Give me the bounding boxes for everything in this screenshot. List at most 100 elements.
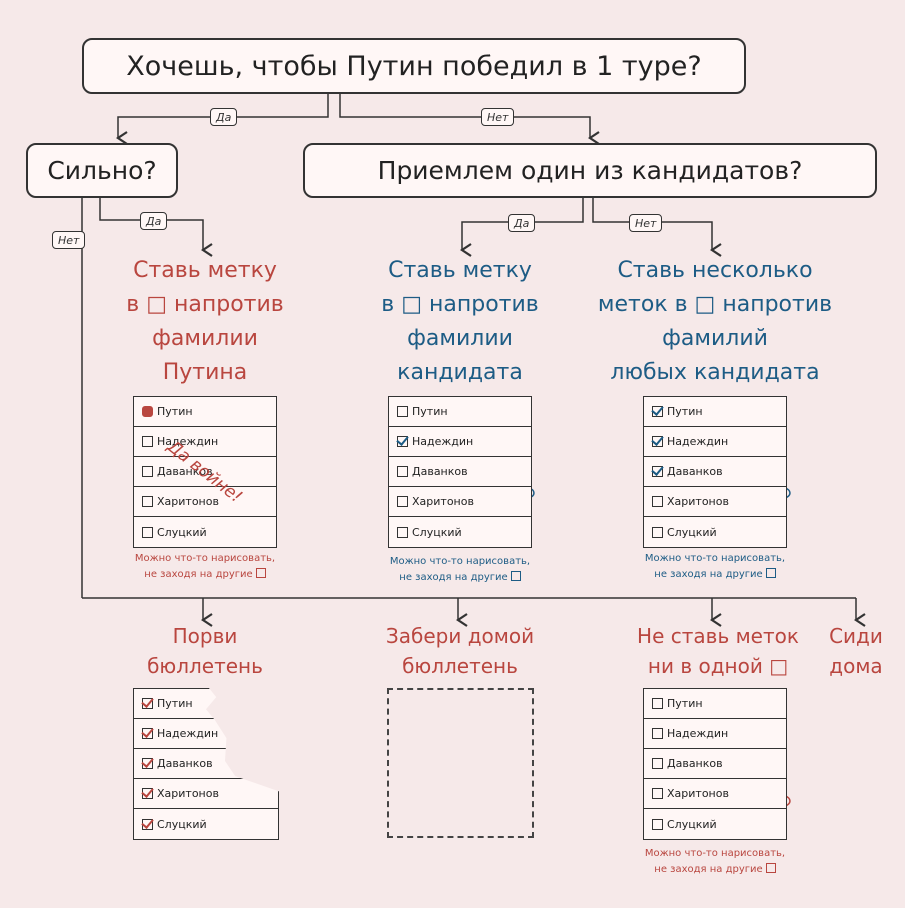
checkbox-icon	[652, 788, 663, 799]
outcome-take-home: Забери домой бюллетень	[365, 621, 555, 681]
question-strong: Сильно?	[26, 143, 178, 198]
outcome-line: ни в одной □	[647, 654, 789, 678]
note-line: Можно что-то нарисовать,	[644, 848, 786, 859]
note-line: Можно что-то нарисовать,	[389, 556, 531, 567]
ballot-row: Слуцкий	[644, 517, 786, 547]
candidate-name: Даванков	[667, 465, 723, 478]
ballot-row: Путин	[389, 397, 531, 427]
note-line: не заходя на другие	[654, 569, 763, 580]
candidate-name: Слуцкий	[157, 817, 207, 831]
checkbox-icon	[397, 406, 408, 417]
yes-tag-main: Да	[210, 108, 238, 126]
ballot-row: Даванков	[134, 457, 276, 487]
ballot-row: Слуцкий	[389, 517, 531, 547]
outcome-mark-several: Ставь несколько меток в □ напротив фамил…	[590, 254, 840, 390]
checkbox-icon	[397, 466, 408, 477]
blank-ballot: Путин Надеждин Даванков Харитонов Слуцки…	[643, 688, 787, 840]
outcome-line: любых кандидата	[610, 360, 820, 385]
checkbox-icon	[510, 571, 521, 581]
yes-tag-strong: Да	[140, 212, 168, 230]
candidate-name: Надеждин	[157, 435, 219, 448]
candidate-name: Надеждин	[667, 435, 729, 448]
checked-checkbox-icon	[142, 818, 153, 830]
outcome-line: бюллетень	[147, 654, 263, 678]
no-tag-main: Нет	[481, 108, 515, 126]
outcome-line: Ставь метку	[388, 258, 532, 283]
checkbox-icon	[652, 818, 663, 830]
candidate-name: Харитонов	[667, 787, 729, 800]
candidate-name: Слуцкий	[667, 817, 717, 831]
ballot-row: Путин	[644, 689, 786, 719]
outcome-line: Не ставь меток	[637, 624, 799, 648]
candidate-name: Даванков	[157, 465, 213, 478]
note-line: не заходя на другие	[654, 864, 763, 875]
outcome-line: дома	[829, 654, 883, 678]
question-main: Хочешь, чтобы Путин победил в 1 туре?	[82, 38, 746, 94]
checkbox-icon	[255, 568, 266, 578]
checked-checkbox-icon	[652, 406, 663, 417]
candidate-name: Слуцкий	[412, 525, 462, 539]
ballot-row: Надеждин	[644, 719, 786, 749]
checked-checkbox-icon	[142, 728, 153, 739]
checkbox-icon	[142, 436, 153, 447]
candidate-name: Путин	[157, 405, 193, 418]
ballot-row: Даванков	[134, 749, 278, 779]
checkbox-icon	[397, 496, 408, 507]
ballot-row: Путин	[134, 689, 278, 719]
outcome-line: фамилии	[152, 326, 258, 351]
outcome-line: меток в □ напротив	[597, 292, 833, 317]
candidate-name: Даванков	[157, 757, 213, 770]
checked-checkbox-icon	[397, 436, 408, 447]
candidate-name: Надеждин	[412, 435, 474, 448]
ballot-row: Харитонов	[644, 487, 786, 517]
checked-checkbox-icon	[652, 466, 663, 477]
note-line: не заходя на другие	[144, 569, 253, 580]
checked-checkbox-icon	[142, 758, 153, 769]
ballot-row: Надеждин	[644, 427, 786, 457]
draw-note: Можно что-то нарисовать, не заходя на др…	[620, 551, 810, 583]
ballot-row: Надеждин	[134, 719, 278, 749]
outcome-line: в □ напротив	[381, 292, 539, 317]
checkbox-icon	[142, 526, 153, 538]
outcome-line: фамилии	[407, 326, 513, 351]
ballot-row: Даванков	[644, 457, 786, 487]
outcome-tear: Порви бюллетень	[120, 621, 290, 681]
outcome-line: Путина	[162, 360, 248, 385]
outcome-line: фамилий	[662, 326, 768, 351]
outcome-line: бюллетень	[402, 654, 518, 678]
ballot-row: Слуцкий	[134, 517, 276, 547]
checkbox-icon	[652, 526, 663, 538]
checkbox-icon	[652, 698, 663, 709]
candidate-name: Даванков	[412, 465, 468, 478]
checkbox-icon	[652, 496, 663, 507]
candidate-name: Даванков	[667, 757, 723, 770]
candidate-name: Слуцкий	[157, 525, 207, 539]
outcome-stay-home: Сиди дома	[818, 621, 894, 681]
draw-note: Можно что-то нарисовать, не заходя на др…	[620, 846, 810, 878]
draw-note: Можно что-то нарисовать, не заходя на др…	[110, 551, 300, 583]
yes-tag-acceptable: Да	[508, 214, 536, 232]
candidate-name: Слуцкий	[667, 525, 717, 539]
checkbox-icon	[765, 863, 776, 873]
ballot-row: Даванков	[389, 457, 531, 487]
question-acceptable: Приемлем один из кандидатов?	[303, 143, 877, 198]
candidate-name: Харитонов	[412, 495, 474, 508]
draw-note: Можно что-то нарисовать, не заходя на др…	[365, 554, 555, 586]
ballot-row: Путин	[644, 397, 786, 427]
outcome-line: кандидата	[397, 360, 523, 385]
ballot-putin: Путин Надеждин Даванков Харитонов Слуцки…	[133, 396, 277, 548]
ballot-row: Харитонов	[389, 487, 531, 517]
ballot-row: Слуцкий	[134, 809, 278, 839]
outcome-line: Порви	[172, 624, 238, 648]
outcome-line: Ставь несколько	[617, 258, 813, 283]
candidate-name: Надеждин	[667, 727, 729, 740]
candidate-name: Путин	[412, 405, 448, 418]
candidate-name: Харитонов	[157, 787, 219, 800]
candidate-name: Путин	[667, 697, 703, 710]
checkbox-icon	[652, 758, 663, 769]
checkbox-icon	[142, 466, 153, 477]
checkbox-icon	[142, 496, 153, 507]
missing-ballot-placeholder	[387, 688, 534, 838]
ballot-row: Харитонов	[134, 779, 278, 809]
note-line: Можно что-то нарисовать,	[644, 553, 786, 564]
